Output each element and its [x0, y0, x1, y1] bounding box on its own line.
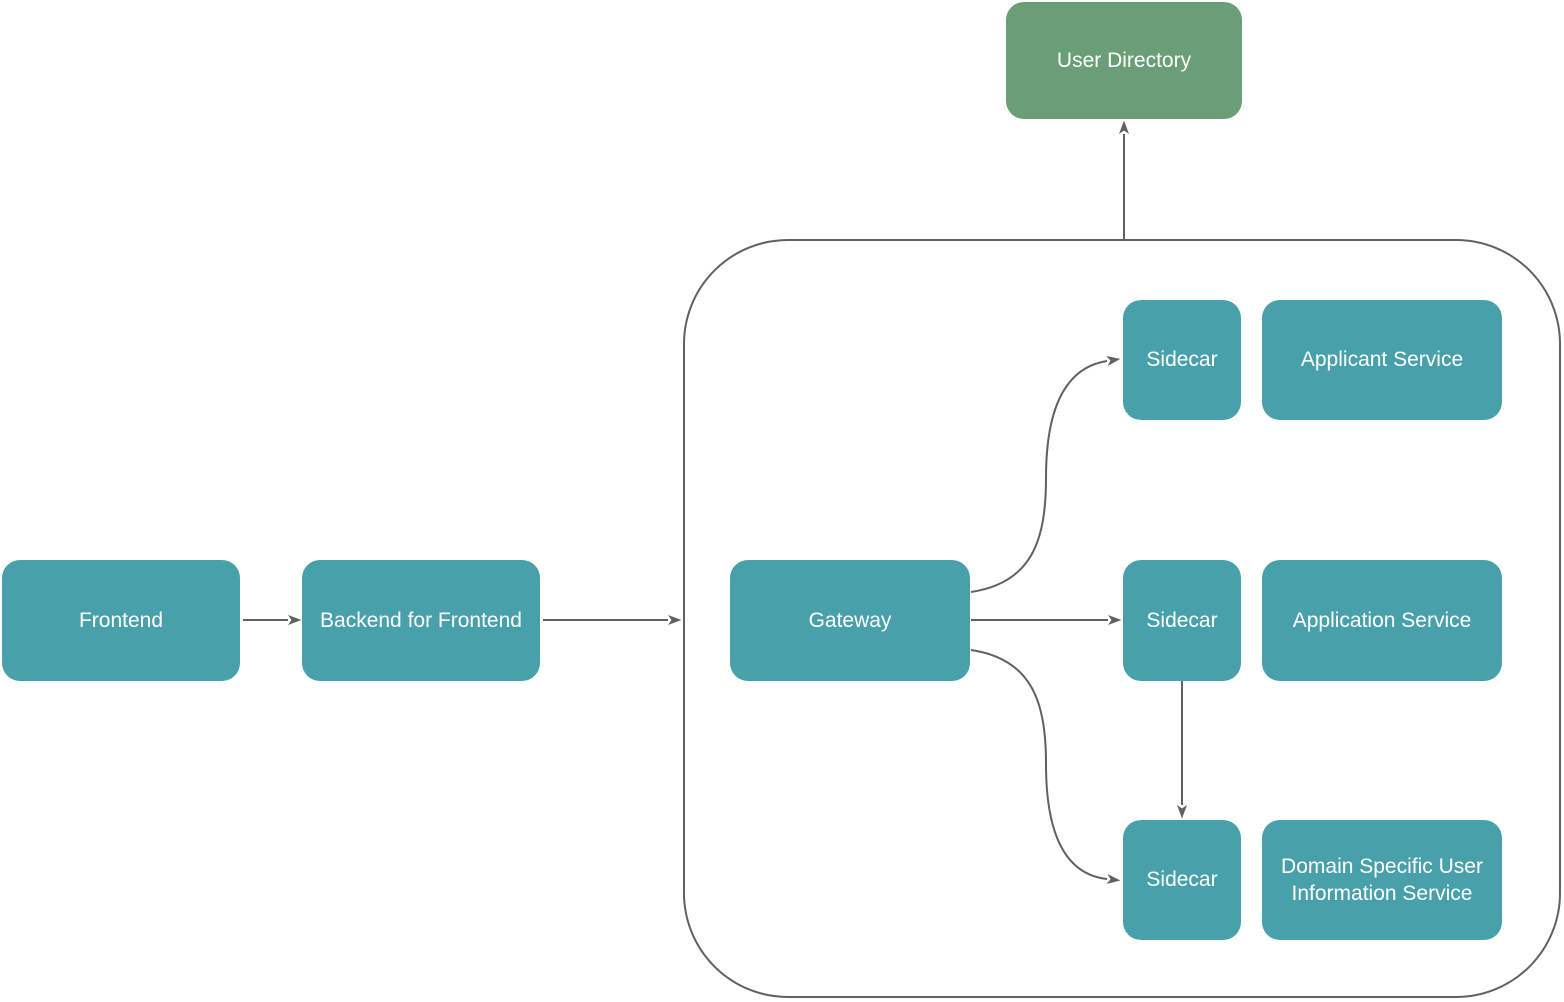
- node-applicant-service-label: Applicant Service: [1300, 348, 1464, 372]
- node-backend-for-frontend-label: Backend for Frontend: [320, 608, 522, 632]
- node-application-service-label: Application Service: [1292, 608, 1472, 632]
- node-sidecar-middle-label: Sidecar: [1146, 608, 1218, 632]
- node-sidecar-top: Sidecar: [1123, 300, 1241, 420]
- node-application-service: Application Service: [1262, 560, 1502, 681]
- node-frontend: Frontend: [2, 560, 240, 681]
- node-sidecar-bottom-label: Sidecar: [1146, 868, 1218, 892]
- node-sidecar-middle: Sidecar: [1123, 560, 1241, 681]
- node-frontend-label: Frontend: [78, 608, 164, 632]
- node-sidecar-top-label: Sidecar: [1146, 348, 1218, 372]
- node-sidecar-bottom: Sidecar: [1123, 820, 1241, 940]
- node-gateway-label: Gateway: [808, 608, 892, 632]
- node-domain-specific-user-information-service-label: Domain Specific User Information Service: [1281, 854, 1483, 905]
- node-user-directory: User Directory: [1006, 2, 1242, 119]
- node-backend-for-frontend: Backend for Frontend: [302, 560, 540, 681]
- node-applicant-service: Applicant Service: [1262, 300, 1502, 420]
- service-boundary-container: [683, 239, 1561, 998]
- node-domain-specific-user-information-service: Domain Specific User Information Service: [1262, 820, 1502, 940]
- node-gateway: Gateway: [730, 560, 970, 681]
- node-user-directory-label: User Directory: [1056, 48, 1192, 72]
